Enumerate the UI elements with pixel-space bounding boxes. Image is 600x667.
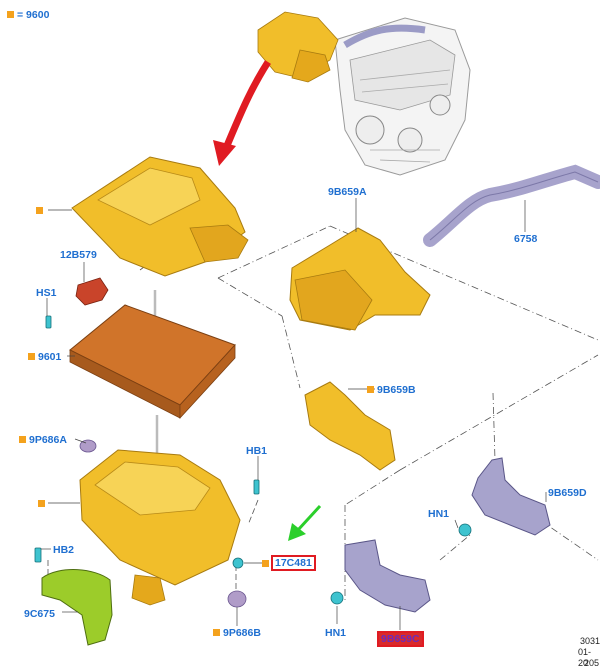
grommet-9P686B — [227, 590, 247, 608]
cover-marker — [36, 207, 43, 214]
duct-9B659A — [289, 227, 431, 331]
green-arrow — [288, 504, 322, 541]
screw-centerlines — [47, 499, 259, 590]
label-9B659B-marker — [367, 386, 374, 393]
fastener-HS1 — [45, 315, 52, 329]
label-12B579[interactable]: 12B579 — [60, 249, 97, 261]
sensor-12B579 — [75, 277, 109, 306]
label-17C481[interactable]: 17C481 — [271, 555, 316, 571]
leader-lines — [41, 198, 547, 630]
green-duct-9C675 — [41, 569, 113, 646]
label-9P686B[interactable]: 9P686B — [223, 627, 261, 639]
fastener-HN1-b — [330, 591, 344, 605]
label-9P686B-marker — [213, 629, 220, 636]
box-marker — [38, 500, 45, 507]
duct-9B659D — [471, 457, 551, 536]
corner-code-1: 3031 — [580, 636, 600, 646]
label-9P686A[interactable]: 9P686A — [29, 434, 67, 446]
tube-6758 — [423, 164, 600, 247]
duct-9B659B — [304, 381, 396, 471]
label-HB1[interactable]: HB1 — [246, 445, 268, 457]
corner-code-2: 01-20 — [578, 647, 592, 667]
label-9B659D[interactable]: 9B659D — [548, 487, 587, 499]
duct-9B659C — [344, 539, 431, 613]
red-arrow — [213, 60, 271, 166]
air-cleaner-cover — [71, 156, 249, 277]
air-cleaner-box — [79, 449, 241, 606]
fasteners — [34, 315, 472, 605]
label-highlighted-part[interactable]: 9B659C — [377, 631, 424, 647]
label-9P686A-marker — [19, 436, 26, 443]
legend-text: = 9600 — [17, 9, 50, 21]
label-HS1[interactable]: HS1 — [36, 287, 57, 299]
label-17C481-marker — [262, 560, 269, 567]
fastener-HN1-a — [458, 523, 472, 537]
label-6758[interactable]: 6758 — [514, 233, 538, 245]
label-9B659B[interactable]: 9B659B — [377, 384, 416, 396]
air-filter-element — [69, 304, 236, 420]
label-9C675[interactable]: 9C675 — [24, 608, 55, 620]
label-9B659A[interactable]: 9B659A — [328, 186, 367, 198]
fastener-HB1 — [253, 479, 260, 495]
corner-code-3: 205 — [584, 658, 600, 667]
label-9601[interactable]: 9601 — [38, 351, 62, 363]
label-HB2[interactable]: HB2 — [53, 544, 75, 556]
label-9601-marker — [28, 353, 35, 360]
legend-swatch — [7, 11, 14, 18]
label-HN1-left[interactable]: HN1 — [325, 627, 347, 639]
grommet-9P686A — [79, 439, 97, 453]
fastener-17C481 — [232, 557, 244, 569]
engine-illustration — [257, 11, 471, 176]
fastener-HB2 — [34, 547, 42, 563]
label-HN1-right[interactable]: HN1 — [428, 508, 450, 520]
